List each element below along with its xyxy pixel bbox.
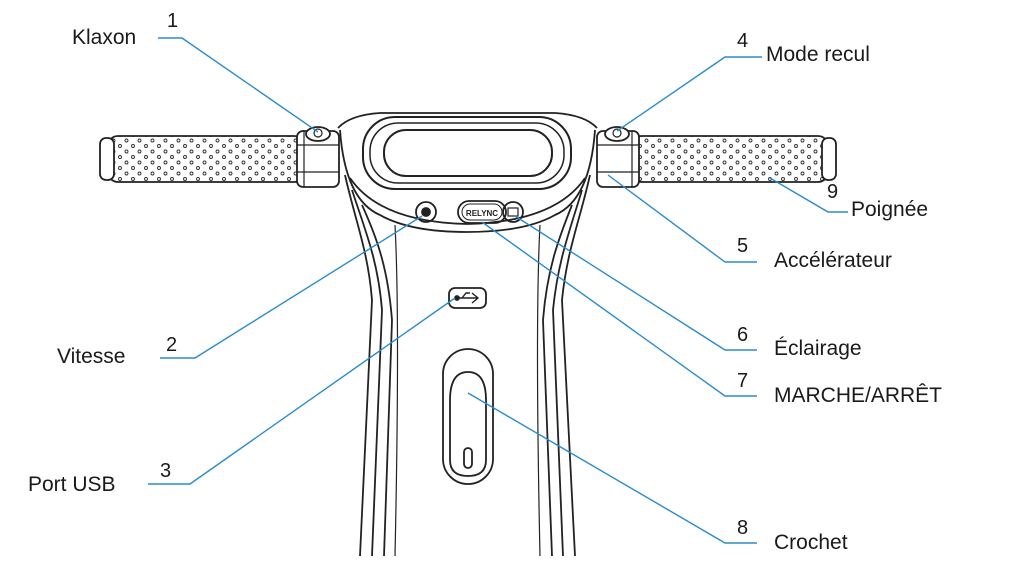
right-grip	[596, 126, 837, 188]
power-button-text: RELYNC	[466, 209, 498, 218]
label-lighting: Éclairage	[774, 337, 862, 360]
callout-number-3: 3	[160, 460, 172, 482]
leader-2	[160, 215, 423, 359]
label-grip: Poignée	[851, 198, 929, 221]
hook	[442, 348, 494, 485]
display	[362, 116, 572, 190]
leader-7	[481, 221, 757, 397]
control-buttons	[415, 200, 524, 224]
leader-5	[607, 174, 757, 263]
callout-number-6: 6	[737, 324, 749, 346]
leader-6	[514, 215, 757, 351]
usb-port-icon	[448, 287, 487, 309]
left-grip	[99, 126, 340, 188]
label-power: MARCHE/ARRÊT	[774, 384, 943, 407]
callout-number-9: 9	[827, 181, 839, 203]
callout-number-8: 8	[737, 517, 749, 539]
callout-number-5: 5	[737, 235, 749, 257]
leader-1	[158, 37, 319, 133]
callout-number-4: 4	[737, 30, 749, 52]
leader-8	[467, 392, 757, 544]
label-reverse-mode: Mode recul	[766, 43, 870, 66]
label-usb-port: Port USB	[28, 473, 116, 496]
label-speed: Vitesse	[57, 345, 126, 368]
leader-lines	[148, 37, 848, 544]
leader-9	[769, 177, 848, 213]
stem-body	[344, 174, 591, 557]
head-cowl	[337, 112, 598, 233]
callout-number-1: 1	[167, 10, 179, 32]
leader-3	[148, 297, 456, 485]
callout-number-7: 7	[737, 370, 749, 392]
callout-number-2: 2	[166, 334, 178, 356]
label-throttle: Accélérateur	[774, 249, 892, 272]
label-horn: Klaxon	[72, 26, 137, 49]
leader-4	[616, 56, 762, 132]
label-hook: Crochet	[774, 531, 848, 554]
